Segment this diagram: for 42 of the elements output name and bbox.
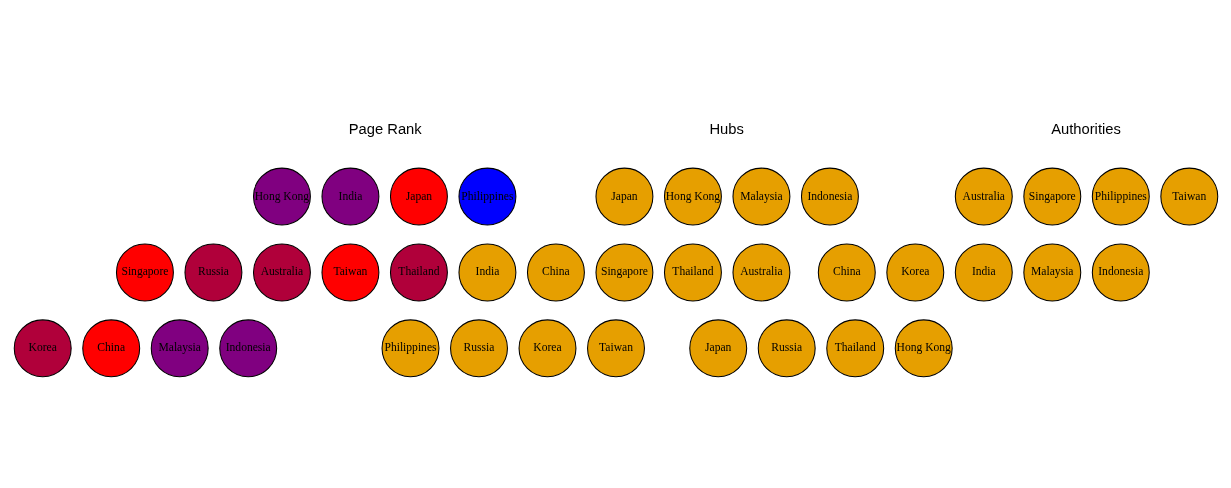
node-circle: Hong Kong xyxy=(252,167,311,226)
node-circle: Philippines xyxy=(1091,167,1150,226)
node-circle: China xyxy=(817,243,876,302)
node-circle: Thailand xyxy=(825,319,884,378)
node-circle: Taiwan xyxy=(1159,167,1218,226)
node-circle: Australia xyxy=(731,243,790,302)
label: Hubs xyxy=(708,121,744,138)
node-circle: India xyxy=(320,167,379,226)
node-circle: Singapore xyxy=(115,243,174,302)
node-circle: Russia xyxy=(449,319,508,378)
node-circle: Thailand xyxy=(663,243,722,302)
node-circle: Korea xyxy=(13,319,72,378)
node-circle: Malaysia xyxy=(731,167,790,226)
node-circle: Taiwan xyxy=(586,319,645,378)
node-circle: Taiwan xyxy=(320,243,379,302)
node-circle: Japan xyxy=(688,319,747,378)
node-circle: Indonesia xyxy=(800,167,859,226)
node-circle: Korea xyxy=(518,319,576,378)
label: Authorities xyxy=(1050,121,1121,138)
node-circle: Singapore xyxy=(1022,167,1081,226)
node-circle: Philippines xyxy=(381,319,439,378)
node-circle: India xyxy=(954,243,1013,302)
node-circle: Thailand xyxy=(389,243,448,302)
node-circle: Korea xyxy=(885,243,944,302)
node-circle: Malaysia xyxy=(1022,243,1081,302)
node-circle: Russia xyxy=(183,243,242,302)
node-circle: Japan xyxy=(594,167,653,226)
label: Page Rank xyxy=(348,121,422,138)
node-circle: Indonesia xyxy=(1091,243,1150,302)
node-circle: India xyxy=(457,243,516,302)
node-circle: Hong Kong xyxy=(663,167,722,226)
node-circle: Singapore xyxy=(594,243,653,302)
node-circle: Philippines xyxy=(457,167,516,226)
node-circle: Malaysia xyxy=(150,319,209,378)
node-circle: Indonesia xyxy=(218,319,277,378)
node-circle: Hong Kong xyxy=(894,319,953,378)
node-circle: Russia xyxy=(757,319,816,378)
node-circle: Japan xyxy=(389,167,448,226)
node-circle: China xyxy=(81,319,140,378)
node-circle: Australia xyxy=(954,167,1013,226)
node-circle: China xyxy=(526,243,585,302)
node-circle: Australia xyxy=(252,243,311,302)
